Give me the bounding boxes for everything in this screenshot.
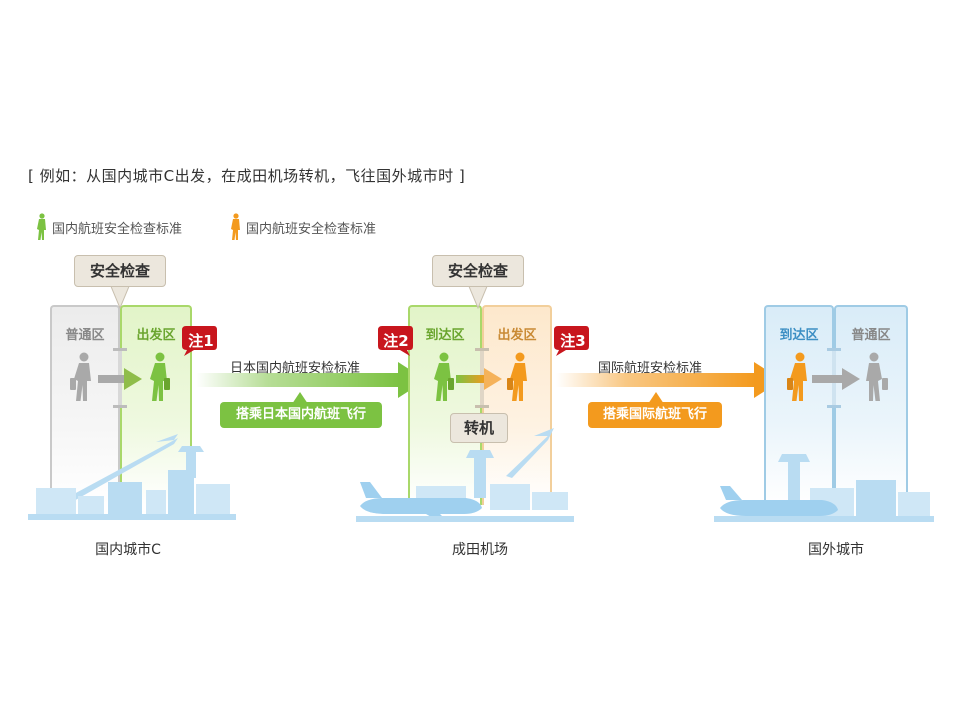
traveler-green-icon	[150, 352, 170, 401]
security-check-transit: 安全检查	[432, 255, 524, 287]
airport-skyline-destination	[714, 454, 934, 522]
traveler-green-icon	[37, 213, 46, 240]
note-badge-3	[554, 326, 589, 356]
leg1-standard: 日本国内航班安检标准	[230, 361, 361, 376]
city-skyline-origin	[28, 434, 236, 520]
zone-general-origin	[50, 305, 120, 505]
traveler-orange-icon	[507, 352, 527, 401]
traveler-green-icon	[434, 352, 454, 401]
zone-label-general-origin: 普通区	[65, 328, 105, 343]
leg1-flight-badge: 搭乘日本国内航班飞行	[220, 402, 382, 428]
legend-item-domestic: 国内航班安全检查标准	[34, 213, 182, 241]
traveler-gray-icon	[866, 352, 888, 401]
callout-pointer-transit	[467, 284, 489, 310]
legend-label-international: 国内航班安全检查标准	[246, 221, 377, 237]
diagram-heading: [ 例如：从国内城市C出发，在成田机场转机，飞往国外城市时 ]	[28, 167, 466, 185]
note-badge-2	[378, 326, 413, 356]
badge-pointer-leg2	[648, 392, 664, 404]
traveler-orange-icon	[787, 352, 807, 401]
airport-skyline-transit	[356, 428, 574, 522]
security-check-origin: 安全检查	[74, 255, 166, 287]
city-label-destination: 国外城市	[808, 542, 864, 558]
note-3: 注3	[560, 332, 586, 350]
leg2-flight-badge: 搭乘国际航班飞行	[588, 402, 722, 428]
legend-item-international: 国内航班安全检查标准	[228, 213, 376, 241]
arrow-gray-destination	[812, 368, 860, 390]
leg2-standard: 国际航班安检标准	[598, 361, 703, 376]
traveler-gray-icon	[70, 352, 91, 401]
zone-label-arrival-destination: 到达区	[779, 328, 819, 343]
traveler-orange-icon	[231, 213, 240, 240]
transfer-label: 转机	[450, 413, 508, 443]
legend-label-domestic: 国内航班安全检查标准	[52, 221, 183, 237]
zone-label-departure-transit: 出发区	[497, 328, 537, 343]
arrow-gray-origin	[98, 368, 142, 390]
note-2: 注2	[383, 332, 409, 350]
zone-arrival-transit	[408, 305, 482, 505]
badge-pointer-leg1	[292, 392, 308, 404]
arrow-transfer	[456, 368, 502, 390]
note-badge-1	[182, 326, 217, 356]
zone-label-general-destination: 普通区	[851, 328, 891, 343]
city-label-origin: 国内城市C	[95, 542, 161, 558]
zone-label-departure-origin: 出发区	[136, 328, 176, 343]
zone-label-arrival-transit: 到达区	[425, 328, 465, 343]
callout-pointer-origin	[109, 284, 131, 310]
city-label-transit: 成田机场	[452, 542, 508, 558]
note-1: 注1	[188, 332, 214, 350]
